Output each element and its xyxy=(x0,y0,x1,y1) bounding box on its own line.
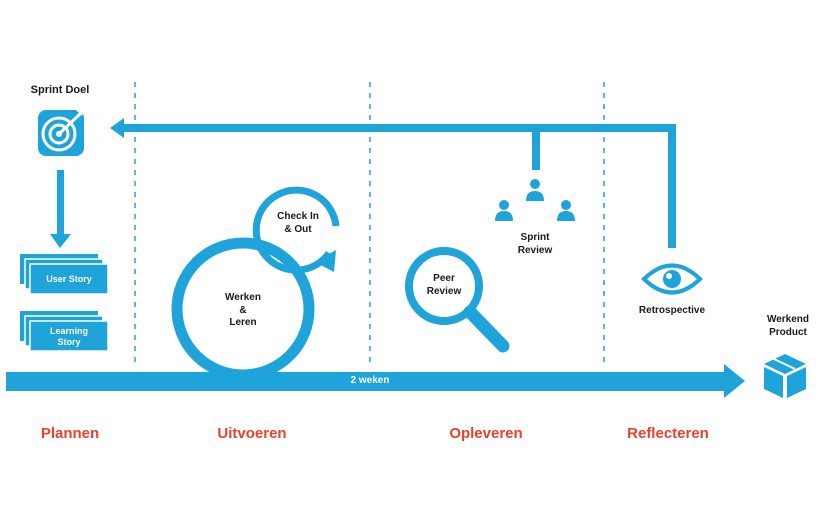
learning-story-card xyxy=(20,311,109,352)
people-icon xyxy=(495,179,575,221)
phase-plannen: Plannen xyxy=(40,425,100,442)
eye-icon xyxy=(641,263,703,295)
sprint-goal-label: Sprint Doel xyxy=(30,84,90,96)
peer-review-label: Peer Review xyxy=(426,273,462,297)
user-story-card xyxy=(20,254,109,295)
retrospective-label: Retrospective xyxy=(638,305,706,316)
phase-uitvoeren: Uitvoeren xyxy=(217,425,287,442)
check-in-label: Check In & Out xyxy=(277,211,319,235)
sprint-review-label: Sprint Review xyxy=(517,232,553,256)
learning-story-label: Learning Story xyxy=(49,326,88,347)
target-icon xyxy=(38,108,84,156)
product-label: Werkend Product xyxy=(766,314,810,338)
timeline-label: 2 weken xyxy=(350,375,390,386)
magnifier-icon xyxy=(405,247,510,353)
phase-opleveren: Opleveren xyxy=(449,425,523,442)
phase-reflecteren: Reflecteren xyxy=(627,425,709,442)
work-circle xyxy=(171,237,315,381)
work-label: Werken & Leren xyxy=(225,292,261,328)
box-icon xyxy=(764,354,806,398)
user-story-label: User Story xyxy=(46,274,92,284)
timeline-arrow xyxy=(6,364,745,398)
feedback-arrow xyxy=(110,118,676,248)
goal-down-arrow xyxy=(50,170,71,248)
check-in-loop-icon xyxy=(252,186,340,274)
